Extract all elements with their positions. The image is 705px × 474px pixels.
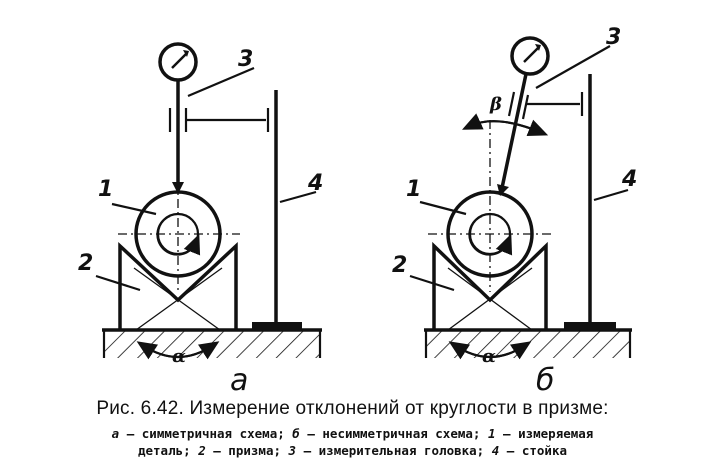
measured-part-b xyxy=(428,120,552,292)
callout-3-a: 3 xyxy=(238,47,253,72)
callout-2-b: 2 xyxy=(392,253,407,278)
base-a xyxy=(102,322,322,358)
figure-caption-title: Рис. 6.42. Измерение отклонений от кругл… xyxy=(0,398,705,420)
panel-b: 1 2 3 4 β α б xyxy=(392,25,637,398)
legend-key: б xyxy=(292,426,300,441)
figure-number: Рис. 6.42. xyxy=(96,398,184,419)
measured-part-a xyxy=(118,180,240,292)
rotation-arrow-b xyxy=(468,214,513,256)
callout-3-b: 3 xyxy=(606,25,621,50)
legend-text: — стойка xyxy=(499,443,567,458)
legend-text: — измеряемая xyxy=(495,426,594,441)
rotation-arrow-a xyxy=(156,214,201,256)
stand-foot-a xyxy=(252,322,302,330)
legend-text: деталь; xyxy=(137,443,199,458)
base-hatch-a xyxy=(104,330,320,358)
legend-key: 2 xyxy=(198,443,206,458)
legend-key: 4 xyxy=(491,443,500,458)
legend-key: 3 xyxy=(288,443,297,458)
callout-4-a: 4 xyxy=(307,171,323,196)
prism-b xyxy=(432,241,548,331)
callout-4-b: 4 xyxy=(621,167,637,192)
base-hatch-b xyxy=(426,330,630,358)
stand-a xyxy=(186,90,278,322)
legend-text: — измерительная головка; xyxy=(296,443,492,458)
panel-label-b: б xyxy=(536,363,555,398)
callout-1-b: 1 xyxy=(406,177,421,202)
figure-title: Измерение отклонений от круглости в приз… xyxy=(189,398,609,419)
stand-foot-b xyxy=(564,322,616,330)
panel-label-a: а xyxy=(230,363,248,398)
panel-a: 1 2 3 4 α а xyxy=(78,42,323,398)
angle-beta-b: β xyxy=(489,94,502,115)
indicator-a xyxy=(158,42,198,194)
legend-line-2: деталь; 2 — призма; 3 — измерительная го… xyxy=(0,442,705,459)
dial-b xyxy=(510,36,550,76)
stand-b xyxy=(526,74,592,322)
diagram-svg: 1 2 3 4 α а xyxy=(78,25,637,398)
prism-a xyxy=(118,241,238,331)
legend-text: — несимметричная схема; xyxy=(299,426,488,441)
legend-line-1: а — симметричная схема; б — несимметричн… xyxy=(0,425,705,442)
legend-key: а xyxy=(111,426,120,441)
legend-key: 1 xyxy=(487,426,496,441)
callout-1-a: 1 xyxy=(98,177,113,202)
indicator-b xyxy=(497,36,550,196)
stem-b xyxy=(500,73,528,189)
legend-text: — симметричная схема; xyxy=(119,426,293,441)
angle-alpha-b: α xyxy=(482,346,496,367)
angle-alpha-a: α xyxy=(172,346,186,367)
figure-legend: а — симметричная схема; б — несимметричн… xyxy=(0,425,705,459)
legend-text: — призма; xyxy=(205,443,289,458)
callout-2-a: 2 xyxy=(78,251,93,276)
